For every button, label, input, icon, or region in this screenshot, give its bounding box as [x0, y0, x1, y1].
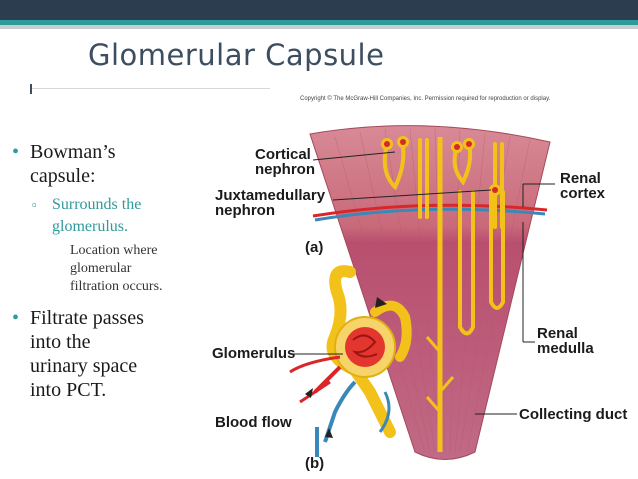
- sub-bullet-line: Surrounds the: [52, 196, 142, 213]
- sub-sub-bullet-line: filtration occurs.: [70, 279, 163, 294]
- label-blood-flow: Blood flow: [215, 414, 292, 431]
- bullet-marker: •: [12, 141, 20, 163]
- bullet-line: Filtrate passes: [30, 307, 144, 329]
- label-line: nephron: [215, 202, 275, 219]
- label-line: Juxtamedullary: [215, 187, 326, 204]
- bullet-marker: •: [12, 307, 20, 329]
- bullet-line: capsule:: [30, 165, 96, 187]
- label-cortical-nephron: Cortical nephron: [255, 146, 315, 178]
- label-a: (a): [305, 239, 324, 256]
- slide-accent-bar-light: [0, 25, 638, 29]
- label-renal-medulla: Renal medulla: [537, 325, 594, 357]
- label-line: Renal: [560, 170, 601, 187]
- title-underline: [30, 88, 270, 89]
- bullet-item: • Filtrate passes into the urinary space…: [8, 306, 208, 402]
- label-renal-cortex: Renal cortex: [560, 170, 605, 202]
- sub-bullet-line: glomerulus.: [52, 218, 128, 235]
- label-juxtamedullary-nephron: Juxtamedullary nephron: [215, 187, 325, 219]
- slide-title: Glomerular Capsule: [88, 38, 385, 72]
- bullet-line: urinary space: [30, 355, 138, 377]
- figure-copyright: Copyright © The McGraw-Hill Companies, I…: [300, 96, 551, 102]
- label-glomerulus: Glomerulus: [212, 345, 296, 362]
- blood-flow-arrows: [305, 297, 387, 438]
- glomerulus-enlarged: [289, 265, 412, 457]
- nephron-diagram: [289, 125, 555, 460]
- juxtamedullary-nephron: [458, 190, 505, 336]
- label-line: Renal: [537, 325, 578, 342]
- sub-bullet-item: ▫ Surrounds the glomerulus.: [8, 194, 208, 238]
- sub-bullet-marker: ▫: [32, 197, 37, 212]
- bullet-list: • Bowman’s capsule: ▫ Surrounds the glom…: [8, 140, 208, 408]
- bullet-line: into the: [30, 331, 91, 353]
- slide-accent-bar: [0, 20, 638, 25]
- glomeruli: [381, 136, 501, 196]
- sub-sub-bullet-line: Location where: [70, 243, 158, 258]
- title-tick-mark: [30, 84, 32, 94]
- label-line: cortex: [560, 185, 606, 202]
- bullet-line: into PCT.: [30, 379, 107, 401]
- bullet-item: • Bowman’s capsule:: [8, 140, 208, 188]
- sub-sub-bullet-item: Location where glomerular filtration occ…: [8, 242, 208, 296]
- label-b: (b): [305, 455, 325, 472]
- bullet-line: Bowman’s: [30, 141, 116, 163]
- label-line: nephron: [255, 161, 315, 178]
- label-line: Cortical: [255, 146, 311, 163]
- leader-lines: [293, 151, 555, 415]
- label-line: medulla: [537, 340, 594, 357]
- label-collecting-duct: Collecting duct: [519, 406, 628, 423]
- slide-top-bar: [0, 0, 638, 20]
- sub-sub-bullet-line: glomerular: [70, 261, 132, 276]
